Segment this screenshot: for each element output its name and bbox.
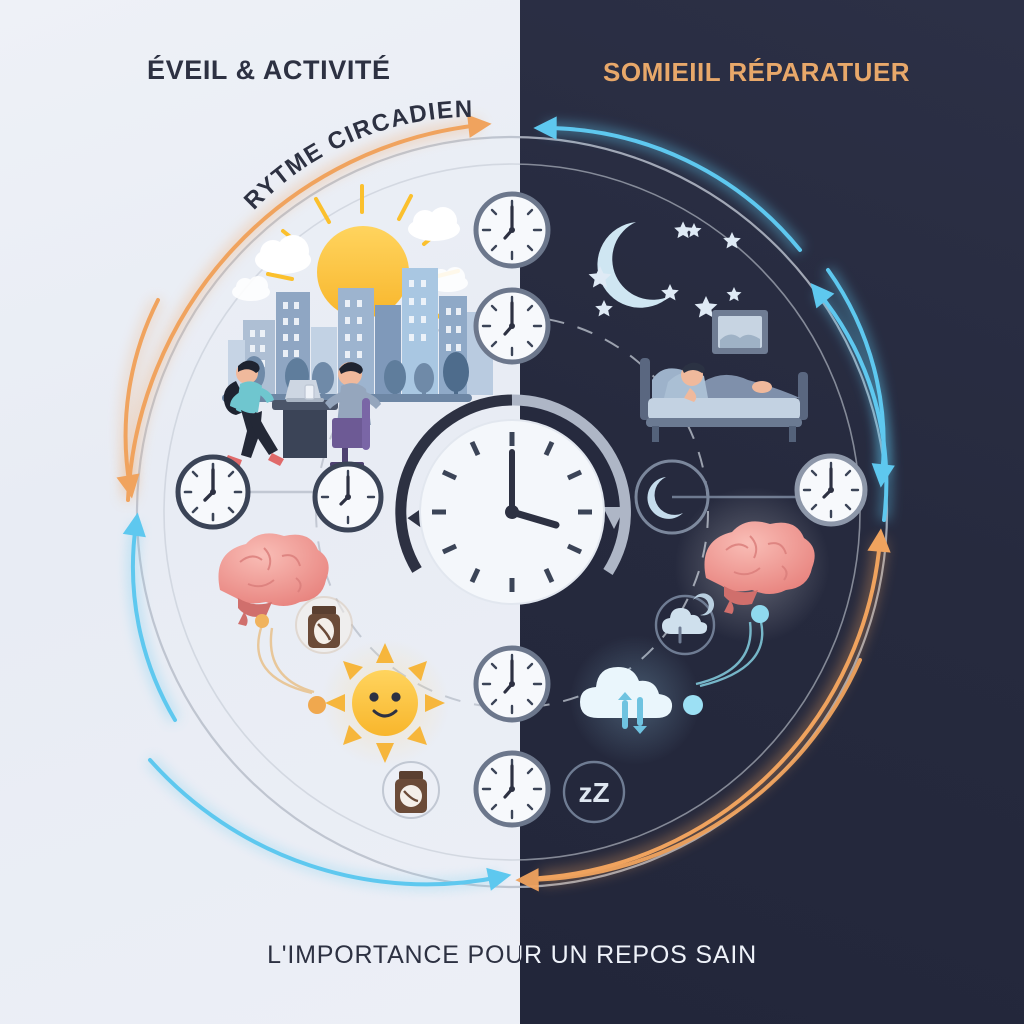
rotation-ring-dark xyxy=(395,394,513,573)
heading-left: ÉVEIL & ACTIVITÉ xyxy=(147,55,391,85)
moon-circle-icon xyxy=(634,459,710,535)
crescent-moon-icon xyxy=(597,222,670,308)
arrow-cyan-up-left xyxy=(122,512,180,723)
coffee-cup-icon xyxy=(304,384,315,400)
running-woman-icon xyxy=(223,360,284,468)
clock-icon-right-a xyxy=(794,453,868,527)
divider-clock-3 xyxy=(473,645,551,723)
daytime-scene xyxy=(175,184,493,819)
connector-node-left-top xyxy=(255,614,269,628)
pill-bottle-icon xyxy=(382,761,440,819)
brain-icon-right xyxy=(704,521,815,614)
framed-picture-icon xyxy=(712,310,768,354)
connector-node-right-top xyxy=(751,605,769,623)
nighttime-scene: zZ xyxy=(562,221,868,824)
rotation-ring-light xyxy=(511,394,631,575)
hour-hand xyxy=(508,508,560,529)
clock-hour-marks xyxy=(432,432,592,592)
smiling-sun-icon xyxy=(325,643,445,763)
divider-clock-4 xyxy=(473,750,551,828)
caption-text-light: L'IMPORTANCE POUR UN REPOS SAIN xyxy=(267,941,757,969)
arrow-orange-left-bottom xyxy=(515,658,862,892)
clock-icon-left-b xyxy=(312,461,384,533)
central-clock xyxy=(395,394,631,605)
arrow-orange-down-left xyxy=(116,297,163,499)
arrow-cyan-up-right xyxy=(810,282,892,522)
sleeping-person-in-bed-icon xyxy=(640,358,808,442)
arrow-cyan-right-bottom xyxy=(146,756,512,891)
cloud-moon-icon xyxy=(654,593,716,656)
star-icons xyxy=(588,221,742,318)
coffee-bean-bottle-icon xyxy=(295,596,353,654)
heading-right: SOMIEIIL RÉPARATUER xyxy=(603,57,911,87)
arrow-orange-up-right xyxy=(538,528,891,884)
divider-clock-1 xyxy=(473,191,551,269)
caption-wrap: L'IMPORTANCE POUR UN REPOS SAIN L'IMPORT… xyxy=(0,941,1024,981)
neural-connectors-left xyxy=(257,624,315,695)
neural-connectors-right xyxy=(695,617,764,688)
arrow-orange-clockwise-top xyxy=(122,114,492,502)
arrow-cyan-counterclockwise-top xyxy=(533,116,805,254)
caption-text-dark: L'IMPORTANCE POUR UN REPOS SAIN xyxy=(267,941,757,969)
sleep-cloud-icon xyxy=(580,667,673,734)
clock-icon-left-a xyxy=(175,454,251,530)
divider-clock-2 xyxy=(473,287,551,365)
desk-worker-icon xyxy=(272,362,381,467)
divider-clock-column xyxy=(473,191,551,828)
arrow-cyan-down-right xyxy=(823,267,895,488)
brain-icon-left xyxy=(218,533,329,626)
rotation-arrow-right xyxy=(603,507,625,529)
zzz-icon: zZ xyxy=(562,760,626,824)
zzz-label: zZ xyxy=(578,777,609,808)
